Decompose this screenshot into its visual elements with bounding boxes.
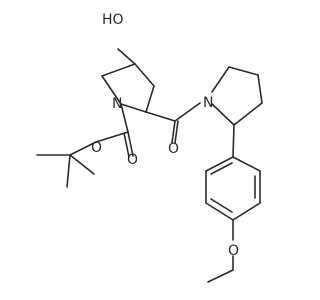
bond-n-carbonyl xyxy=(120,103,129,133)
bond-aryl-d xyxy=(232,202,261,221)
bond-aryl-inner-a xyxy=(210,162,233,175)
molecule-canvas: HO N N O O O O xyxy=(36,12,263,283)
bond-ring2-e xyxy=(211,103,235,126)
bond-ring1-a xyxy=(101,63,136,77)
bond-o-tbutyl xyxy=(69,141,97,156)
carbamate-carbonyl-oxygen-label: O xyxy=(127,152,138,168)
bond-ring2-a xyxy=(211,66,230,93)
bond-o-methyl-b xyxy=(207,269,234,283)
bond-carbamate-co-2 xyxy=(123,132,130,158)
bond-aryl-c xyxy=(205,202,234,221)
bond-amide-n xyxy=(174,102,201,122)
bond-ring2-d xyxy=(233,102,263,126)
bond-ring2-to-aryl xyxy=(232,124,235,158)
bond-carbamate-co-1 xyxy=(127,131,134,157)
pyrrolidine-nitrogen-label-2: N xyxy=(203,95,213,111)
amide-oxygen-label: O xyxy=(168,141,179,157)
bond-amide-o-1 xyxy=(171,120,176,144)
bond-ring1-c xyxy=(145,85,155,113)
bond-tbutyl-me2 xyxy=(69,154,95,175)
bond-tbutyl-me3 xyxy=(66,154,71,188)
bond-ring-to-amide-carbon xyxy=(145,111,176,122)
bond-amide-o-2 xyxy=(174,120,179,144)
bond-ring1-b xyxy=(134,63,155,87)
bond-ring1-d xyxy=(120,103,147,113)
bond-oh-c xyxy=(117,48,136,65)
bond-aryl-inner-b xyxy=(210,198,233,213)
bond-aryl-f xyxy=(232,156,261,172)
bond-ring1-e xyxy=(101,75,122,105)
bond-carbamate-o xyxy=(95,131,129,143)
bond-ring2-c xyxy=(257,74,263,104)
hydroxyl-label: HO xyxy=(102,12,124,28)
methoxy-oxygen-label: O xyxy=(228,243,239,259)
bond-aryl-a xyxy=(205,156,234,172)
molecule-structure: HO N N O O O O xyxy=(36,12,263,283)
bond-ring2-b xyxy=(228,66,259,76)
carbamate-ester-oxygen-label: O xyxy=(91,140,102,156)
pyrrolidine-nitrogen-label-1: N xyxy=(112,96,122,112)
